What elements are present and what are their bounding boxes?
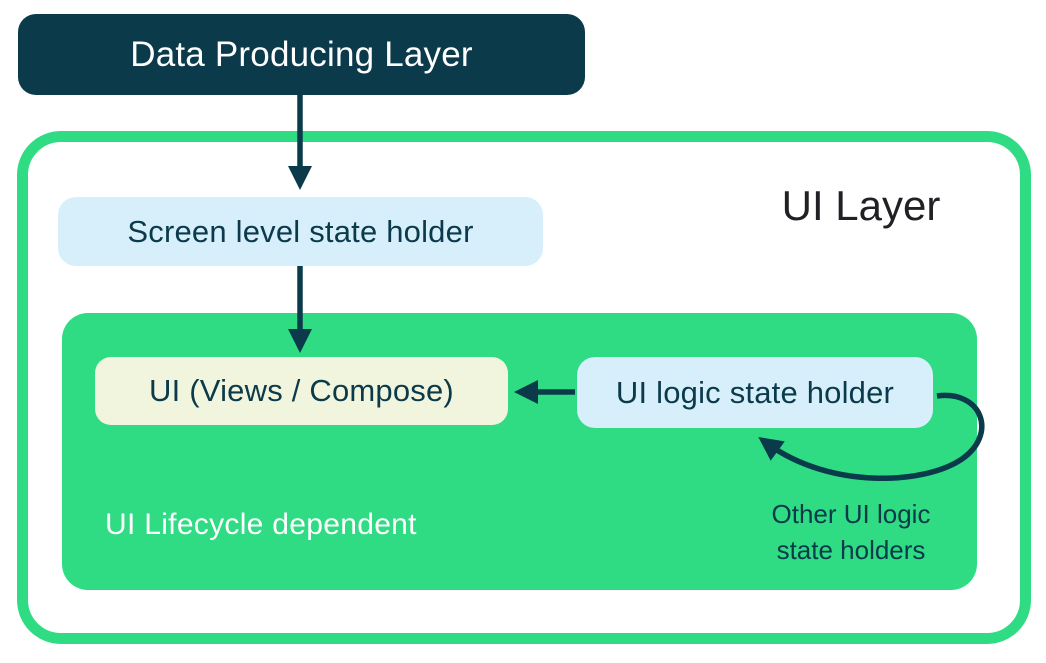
node-ui-logic-state-holder: UI logic state holder (577, 357, 933, 428)
node-ui-views-compose: UI (Views / Compose) (95, 357, 508, 425)
node-ui-logic-state-holder-label: UI logic state holder (615, 374, 895, 410)
ui-layer-title: UI Layer (781, 182, 941, 229)
node-data-producing-layer-label: Data Producing Layer (130, 34, 473, 74)
node-ui-views-compose-label: UI (Views / Compose) (149, 373, 454, 408)
node-screen-level-state-holder-label: Screen level state holder (127, 213, 474, 249)
other-ui-logic-state-holders-label: Other UI logic state holders (771, 499, 931, 565)
node-screen-level-state-holder: Screen level state holder (58, 197, 543, 266)
ui-lifecycle-dependent-label: UI Lifecycle dependent (105, 508, 417, 541)
node-data-producing-layer: Data Producing Layer (18, 14, 585, 95)
